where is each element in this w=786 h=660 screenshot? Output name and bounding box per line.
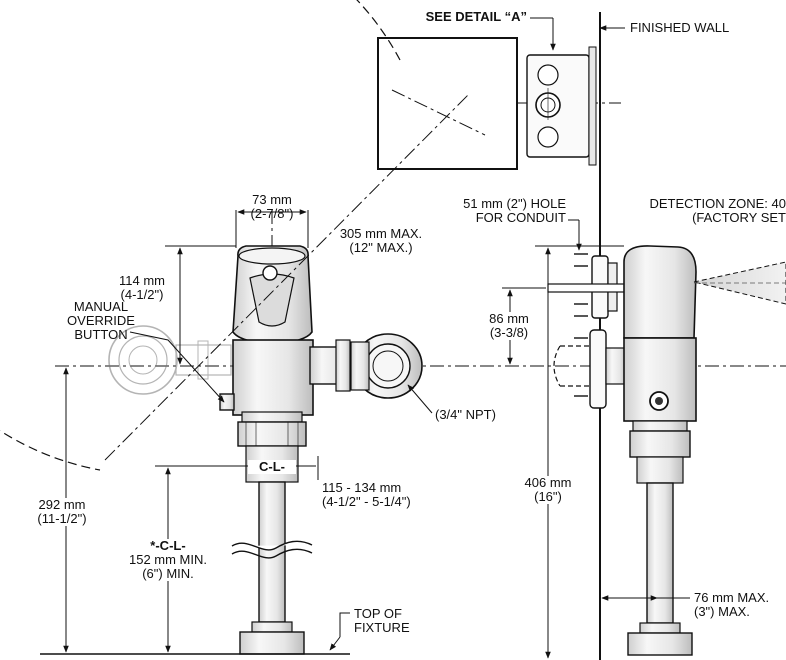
npt-label: (3/4" NPT) (435, 407, 496, 422)
ghost-handle (108, 325, 232, 395)
height-114-label: 114 mm (4-1/2") (119, 273, 165, 302)
sensor-side-detail (526, 46, 597, 166)
radius-label: 305 mm MAX. (12" MAX.) (339, 226, 423, 255)
flush-valve-side (547, 245, 697, 656)
height-292-label: 292 mm (11-1/2") (22, 498, 102, 526)
manual-override-label: MANUAL OVERRIDE BUTTON (67, 299, 135, 342)
detection-zone-label: DETECTION ZONE: 40 (FACTORY SET (649, 197, 786, 225)
max-76-label: 76 mm MAX. (3") MAX. (694, 590, 770, 619)
conduit-hole-label: 51 mm (2") HOLE FOR CONDUIT (463, 196, 566, 225)
min-152-label: *-C-L- 152 mm MIN. (6") MIN. (118, 539, 218, 581)
height-406-label: 406 mm (16") (510, 476, 586, 504)
height-86-label: 86 mm (3-3/8) (476, 312, 542, 340)
centerline-label: C-L- (248, 460, 296, 474)
top-of-fixture-label: TOP OF FIXTURE (354, 606, 410, 635)
see-detail-label: SEE DETAIL “A” (425, 9, 527, 24)
width-73-label: 73 mm (2-7/8") (250, 192, 294, 221)
offset-label: 115 - 134 mm (4-1/2" - 5-1/4") (322, 480, 411, 509)
flush-valve-front (219, 245, 423, 655)
pipe-break-mark (231, 540, 313, 551)
detection-zone-beam (693, 261, 786, 305)
finished-wall-label: FINISHED WALL (630, 20, 730, 35)
